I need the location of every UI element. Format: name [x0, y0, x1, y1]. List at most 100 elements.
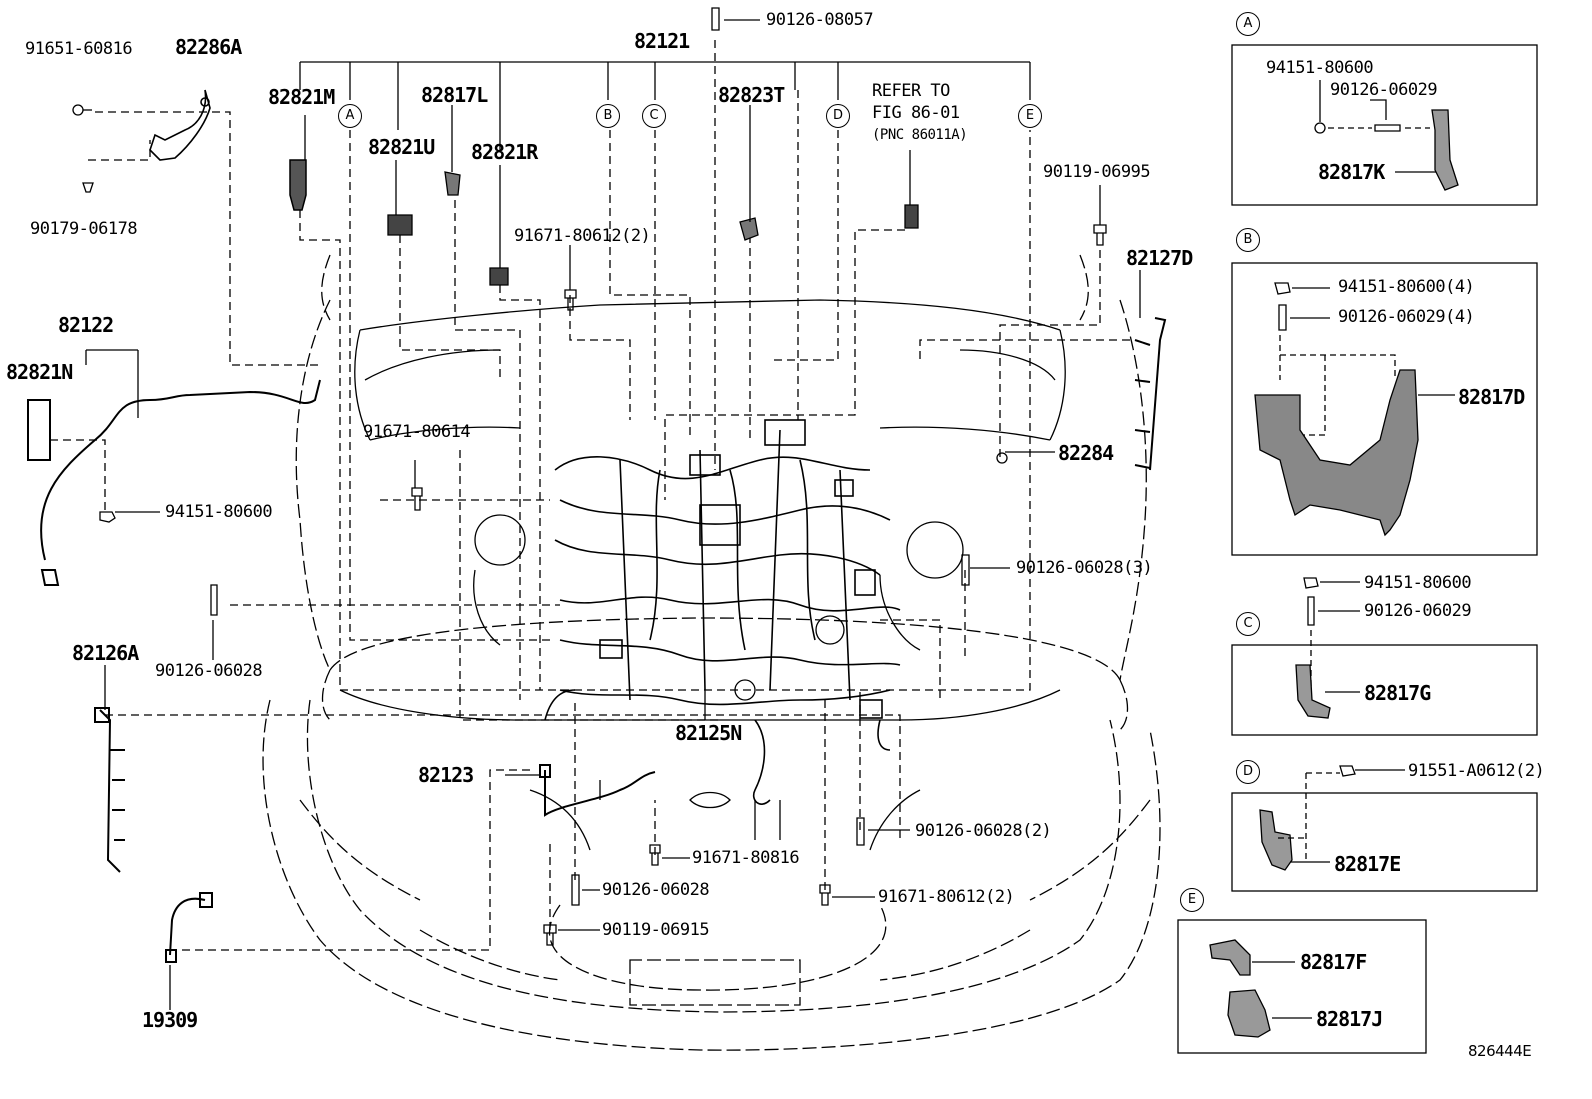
part-82817L-clip — [444, 171, 461, 196]
panel-c-nut-label: 94151-80600 — [1364, 573, 1472, 593]
part-82286A-bracket — [149, 89, 211, 161]
nut-94151-icon — [99, 511, 116, 523]
label-90126-08057: 90126-08057 — [766, 10, 874, 30]
panel-b-stud-label: 90126-06029(4) — [1338, 307, 1475, 327]
panel-a-stud-label: 90126-06029 — [1330, 80, 1438, 100]
panel-a-drawing — [1314, 80, 1459, 191]
panel-b-part-label: 82817D — [1458, 385, 1525, 409]
label-82125N: 82125N — [675, 721, 742, 745]
part-82127D-harness — [1134, 317, 1167, 471]
panel-c-part-label: 82817G — [1364, 681, 1431, 705]
bolt-90119-06915-icon — [543, 924, 557, 946]
leader-lines-82121 — [299, 61, 1031, 150]
label-91671-80614: 91671-80614 — [363, 422, 471, 442]
engine-harness-bundle — [544, 419, 901, 805]
label-82286A: 82286A — [175, 35, 242, 59]
bolt-90126-08057-icon — [711, 7, 720, 31]
label-91671-80816: 91671-80816 — [692, 848, 800, 868]
label-90126-06028-left: 90126-06028 — [155, 661, 263, 681]
label-90126-06028-bottom: 90126-06028 — [602, 880, 710, 900]
clip-82284-icon — [996, 452, 1008, 464]
panel-b-box — [1231, 262, 1538, 556]
label-82121: 82121 — [634, 29, 690, 53]
panel-e-tag: E — [1180, 888, 1204, 912]
engine-bay-outline — [339, 299, 1066, 851]
label-82821U: 82821U — [368, 135, 435, 159]
part-refer-connector — [904, 204, 919, 229]
panel-a-part-label: 82817K — [1318, 160, 1385, 184]
panel-d-tag: D — [1236, 760, 1260, 784]
stud-90126-left-icon — [210, 584, 218, 616]
stud-90126-06028-3-icon — [961, 554, 970, 586]
panel-d-box — [1231, 792, 1538, 892]
label-19309: 19309 — [142, 1008, 198, 1032]
bolt-90119-06995-icon — [1093, 224, 1107, 246]
label-82127D: 82127D — [1126, 246, 1193, 270]
label-82122: 82122 — [58, 313, 114, 337]
label-90126-06028-2: 90126-06028(2) — [915, 821, 1052, 841]
part-82821U-clip — [387, 214, 413, 236]
panel-d-drawing — [1259, 765, 1405, 871]
panel-c-drawing — [1295, 577, 1360, 719]
panel-a-tag: A — [1236, 12, 1260, 36]
label-82821R: 82821R — [471, 140, 538, 164]
bolt-91671-80816-icon — [649, 844, 661, 866]
callout-c: C — [642, 104, 666, 128]
part-82126A-harness — [94, 707, 125, 873]
stud-90126-06028-bottom-icon — [571, 874, 580, 906]
bolt-91671-80614-icon — [411, 487, 423, 511]
clip-90179-icon — [82, 182, 94, 193]
label-82126A: 82126A — [72, 641, 139, 665]
bolt-91651-icon — [72, 104, 92, 116]
dashed-leader-lines — [50, 40, 1130, 951]
bolt-91671-80612-top-icon — [564, 289, 577, 311]
panel-e-part1-label: 82817F — [1300, 950, 1367, 974]
label-pointers — [85, 19, 1141, 1010]
label-82821M: 82821M — [268, 85, 335, 109]
label-refer-line2: FIG 86-01 — [872, 103, 960, 123]
label-90179-06178: 90179-06178 — [30, 219, 138, 239]
panel-e-box — [1177, 919, 1427, 1054]
bolt-91671-80612-bottom-icon — [819, 884, 831, 906]
stud-90126-06028-2-icon — [856, 817, 865, 846]
part-82823T-clip — [739, 217, 759, 241]
callout-a: A — [338, 104, 362, 128]
label-90119-06915: 90119-06915 — [602, 920, 710, 940]
label-82284: 82284 — [1058, 441, 1114, 465]
panel-c-box — [1231, 644, 1538, 736]
panel-e-part2-label: 82817J — [1316, 1007, 1383, 1031]
panel-b-nut-label: 94151-80600(4) — [1338, 277, 1475, 297]
callout-e: E — [1018, 104, 1042, 128]
panel-e-drawing — [1209, 939, 1312, 1038]
panel-c-stud-label: 90126-06029 — [1364, 601, 1472, 621]
panel-c-tag: C — [1236, 612, 1260, 636]
label-82123: 82123 — [418, 763, 474, 787]
label-82823T: 82823T — [718, 83, 785, 107]
label-91651-60816: 91651-60816 — [25, 39, 133, 59]
label-90119-06995: 90119-06995 — [1043, 162, 1151, 182]
callout-b: B — [596, 104, 620, 128]
label-91671-80612-top: 91671-80612(2) — [514, 226, 651, 246]
label-94151-80600: 94151-80600 — [165, 502, 273, 522]
panel-a-box — [1231, 44, 1538, 206]
part-82821M-connector — [289, 159, 307, 211]
part-82821R-clip — [489, 267, 509, 286]
panel-d-part-label: 82817E — [1334, 852, 1401, 876]
label-90126-06028-3: 90126-06028(3) — [1016, 558, 1153, 578]
label-refer-line3: (PNC 86011A) — [872, 127, 968, 143]
callout-d: D — [826, 104, 850, 128]
label-82817L: 82817L — [421, 83, 488, 107]
part-19309-sensor — [165, 892, 213, 963]
label-91671-80612-bottom: 91671-80612(2) — [878, 887, 1015, 907]
label-refer-line1: REFER TO — [872, 81, 950, 101]
part-82123-harness — [539, 764, 656, 817]
panel-a-nut-label: 94151-80600 — [1266, 58, 1374, 78]
diagram-id: 826444E — [1468, 1042, 1532, 1060]
part-82122-harness — [27, 379, 321, 586]
label-82821N: 82821N — [6, 360, 73, 384]
panel-b-tag: B — [1236, 228, 1260, 252]
vehicle-body-outline — [262, 254, 1161, 1051]
panel-b-drawing — [1254, 282, 1455, 537]
panel-d-bolt-label: 91551-A0612(2) — [1408, 761, 1545, 781]
